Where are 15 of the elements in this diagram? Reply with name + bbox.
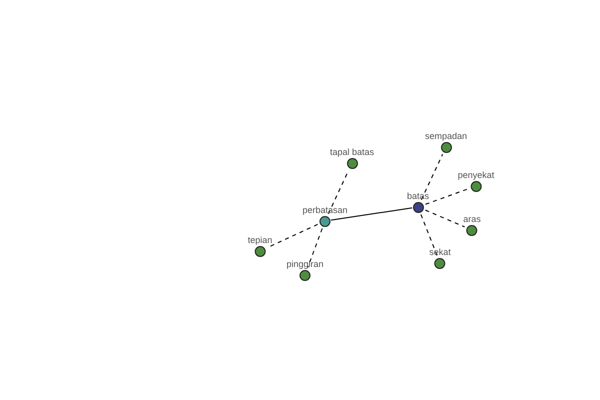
dashed-connector (420, 214, 438, 256)
dashed-connector (307, 228, 323, 268)
connector-line (330, 207, 413, 221)
node-label: penyekat (458, 170, 494, 180)
node-label: sekat (429, 246, 451, 256)
node-label: perbatasan (302, 204, 348, 214)
dashed-connector (425, 188, 469, 205)
node-label: tepian (248, 234, 272, 244)
node-label: pinggiran (286, 258, 324, 268)
node-label: sempadan (424, 130, 468, 140)
dashed-connector (424, 210, 466, 228)
node-label: batas (406, 190, 430, 200)
dashed-connector (420, 154, 444, 200)
node-label: tapal batas (330, 146, 374, 156)
node-label: aras (463, 214, 481, 224)
